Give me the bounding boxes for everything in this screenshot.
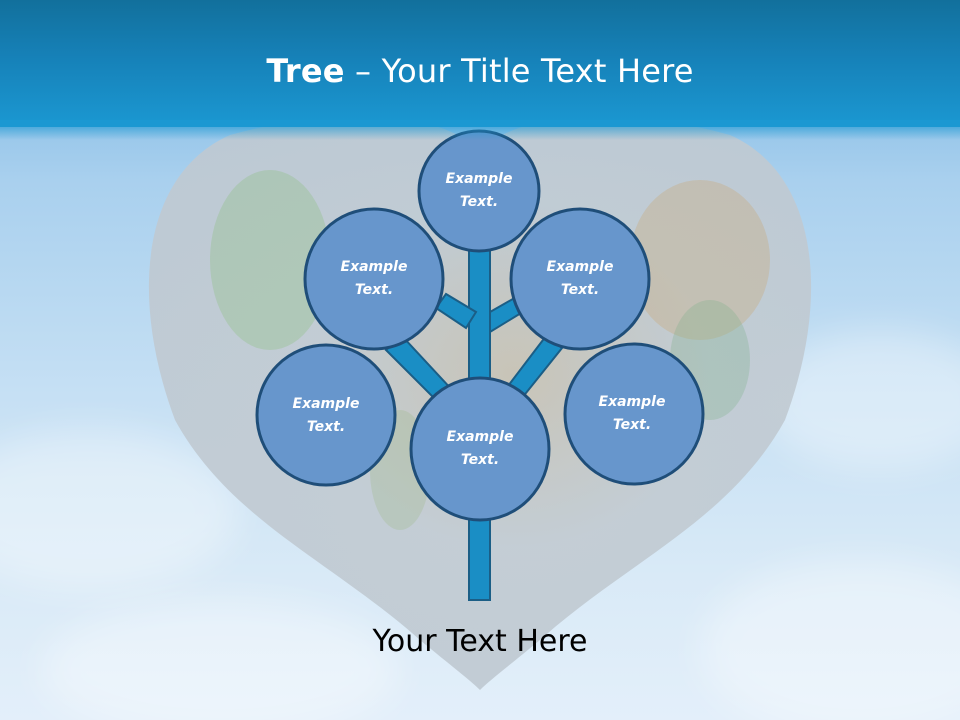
node-upper-right-label[interactable]: Example Text. [520,256,640,302]
node-center[interactable] [409,376,551,522]
node-label-line: Text. [460,452,500,468]
title-bar-fade [0,120,960,140]
land-patch [210,170,330,350]
node-label-line: Text. [354,282,394,298]
slide-title[interactable]: Tree – Your Title Text Here [0,52,960,90]
node-label-line: Example [445,171,513,187]
node-upper-left[interactable] [303,207,445,351]
node-label-line: Text. [560,282,600,298]
node-top-label[interactable]: Example Text. [419,168,539,214]
title-rest: – Your Title Text Here [344,52,694,90]
node-label-line: Example [546,259,614,275]
node-label-line: Example [292,396,360,412]
cloud [40,600,400,720]
footer-text[interactable]: Your Text Here [372,624,588,659]
node-label-line: Text. [306,419,346,435]
node-label-line: Example [340,259,408,275]
node-upper-right[interactable] [509,207,651,351]
title-bar [0,0,960,127]
node-label-line: Text. [612,417,652,433]
node-right[interactable] [563,342,705,486]
node-label-line: Example [598,394,666,410]
land-patch [630,180,770,340]
node-center-label[interactable]: Example Text. [420,426,540,472]
node-right-label[interactable]: Example Text. [572,391,692,437]
node-lower-left-label[interactable]: Example Text. [266,393,386,439]
node-label-line: Text. [459,194,499,210]
branch-upper-left [434,292,478,330]
title-bold: Tree [266,52,345,90]
node-lower-left[interactable] [255,343,397,487]
node-label-line: Example [446,429,514,445]
nodes [255,129,705,522]
node-upper-left-label[interactable]: Example Text. [314,256,434,302]
